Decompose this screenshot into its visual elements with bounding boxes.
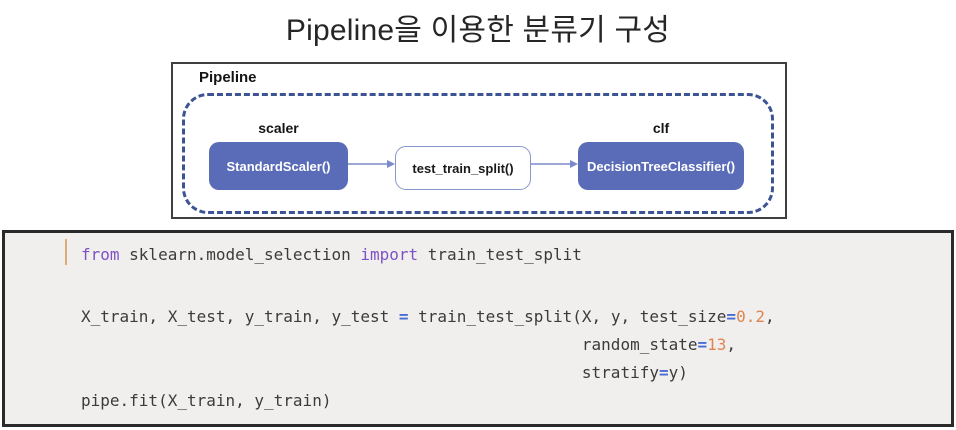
code-line: pipe.fit(X_train, y_train) [81, 387, 951, 415]
code-line: from sklearn.model_selection import trai… [81, 241, 951, 269]
code-line: random_state=13, [81, 331, 951, 359]
pipeline-diagram-title: Pipeline [199, 69, 257, 86]
code-text: train_test_split [418, 245, 582, 264]
code-operator: = [658, 363, 669, 382]
code-keyword: from [81, 245, 120, 264]
code-keyword: import [360, 245, 419, 264]
code-number: 13 [707, 335, 727, 354]
node-test-train-split: test_train_split() [395, 146, 531, 190]
flow-arrow-icon [348, 160, 395, 168]
code-operator: = [398, 307, 409, 326]
code-content: from sklearn.model_selection import trai… [5, 241, 951, 415]
code-text: X_train, X_test, y_train, y_test [81, 307, 399, 326]
code-line: X_train, X_test, y_train, y_test = train… [81, 303, 951, 331]
code-line: stratify=y) [81, 359, 951, 387]
code-text: pipe.fit(X_train, y_train) [81, 391, 332, 410]
code-text: y) [668, 363, 688, 382]
node-label-clf: clf [652, 120, 670, 136]
cell-indicator-line [65, 239, 67, 265]
code-operator: = [726, 307, 737, 326]
code-text: sklearn.model_selection [119, 245, 361, 264]
code-text: train_test_split(X, y, test_size [408, 307, 727, 326]
node-standardscaler: StandardScaler() [209, 142, 348, 190]
code-text: , [726, 335, 737, 354]
flow-arrow-icon [531, 160, 578, 168]
pipeline-dashed-boundary [182, 93, 774, 214]
code-line-blank [81, 269, 951, 303]
code-text: , [764, 307, 775, 326]
code-cell: from sklearn.model_selection import trai… [2, 230, 954, 427]
pipeline-diagram: Pipeline scaler clf StandardScaler() tes… [171, 62, 787, 219]
node-decisiontreeclassifier: DecisionTreeClassifier() [578, 142, 744, 190]
code-operator: = [697, 335, 708, 354]
code-text: random_state [81, 335, 698, 354]
code-text: stratify [81, 363, 659, 382]
code-number: 0.2 [736, 307, 765, 326]
page-title: Pipeline을 이용한 분류기 구성 [285, 14, 671, 47]
node-label-scaler: scaler [258, 120, 299, 136]
